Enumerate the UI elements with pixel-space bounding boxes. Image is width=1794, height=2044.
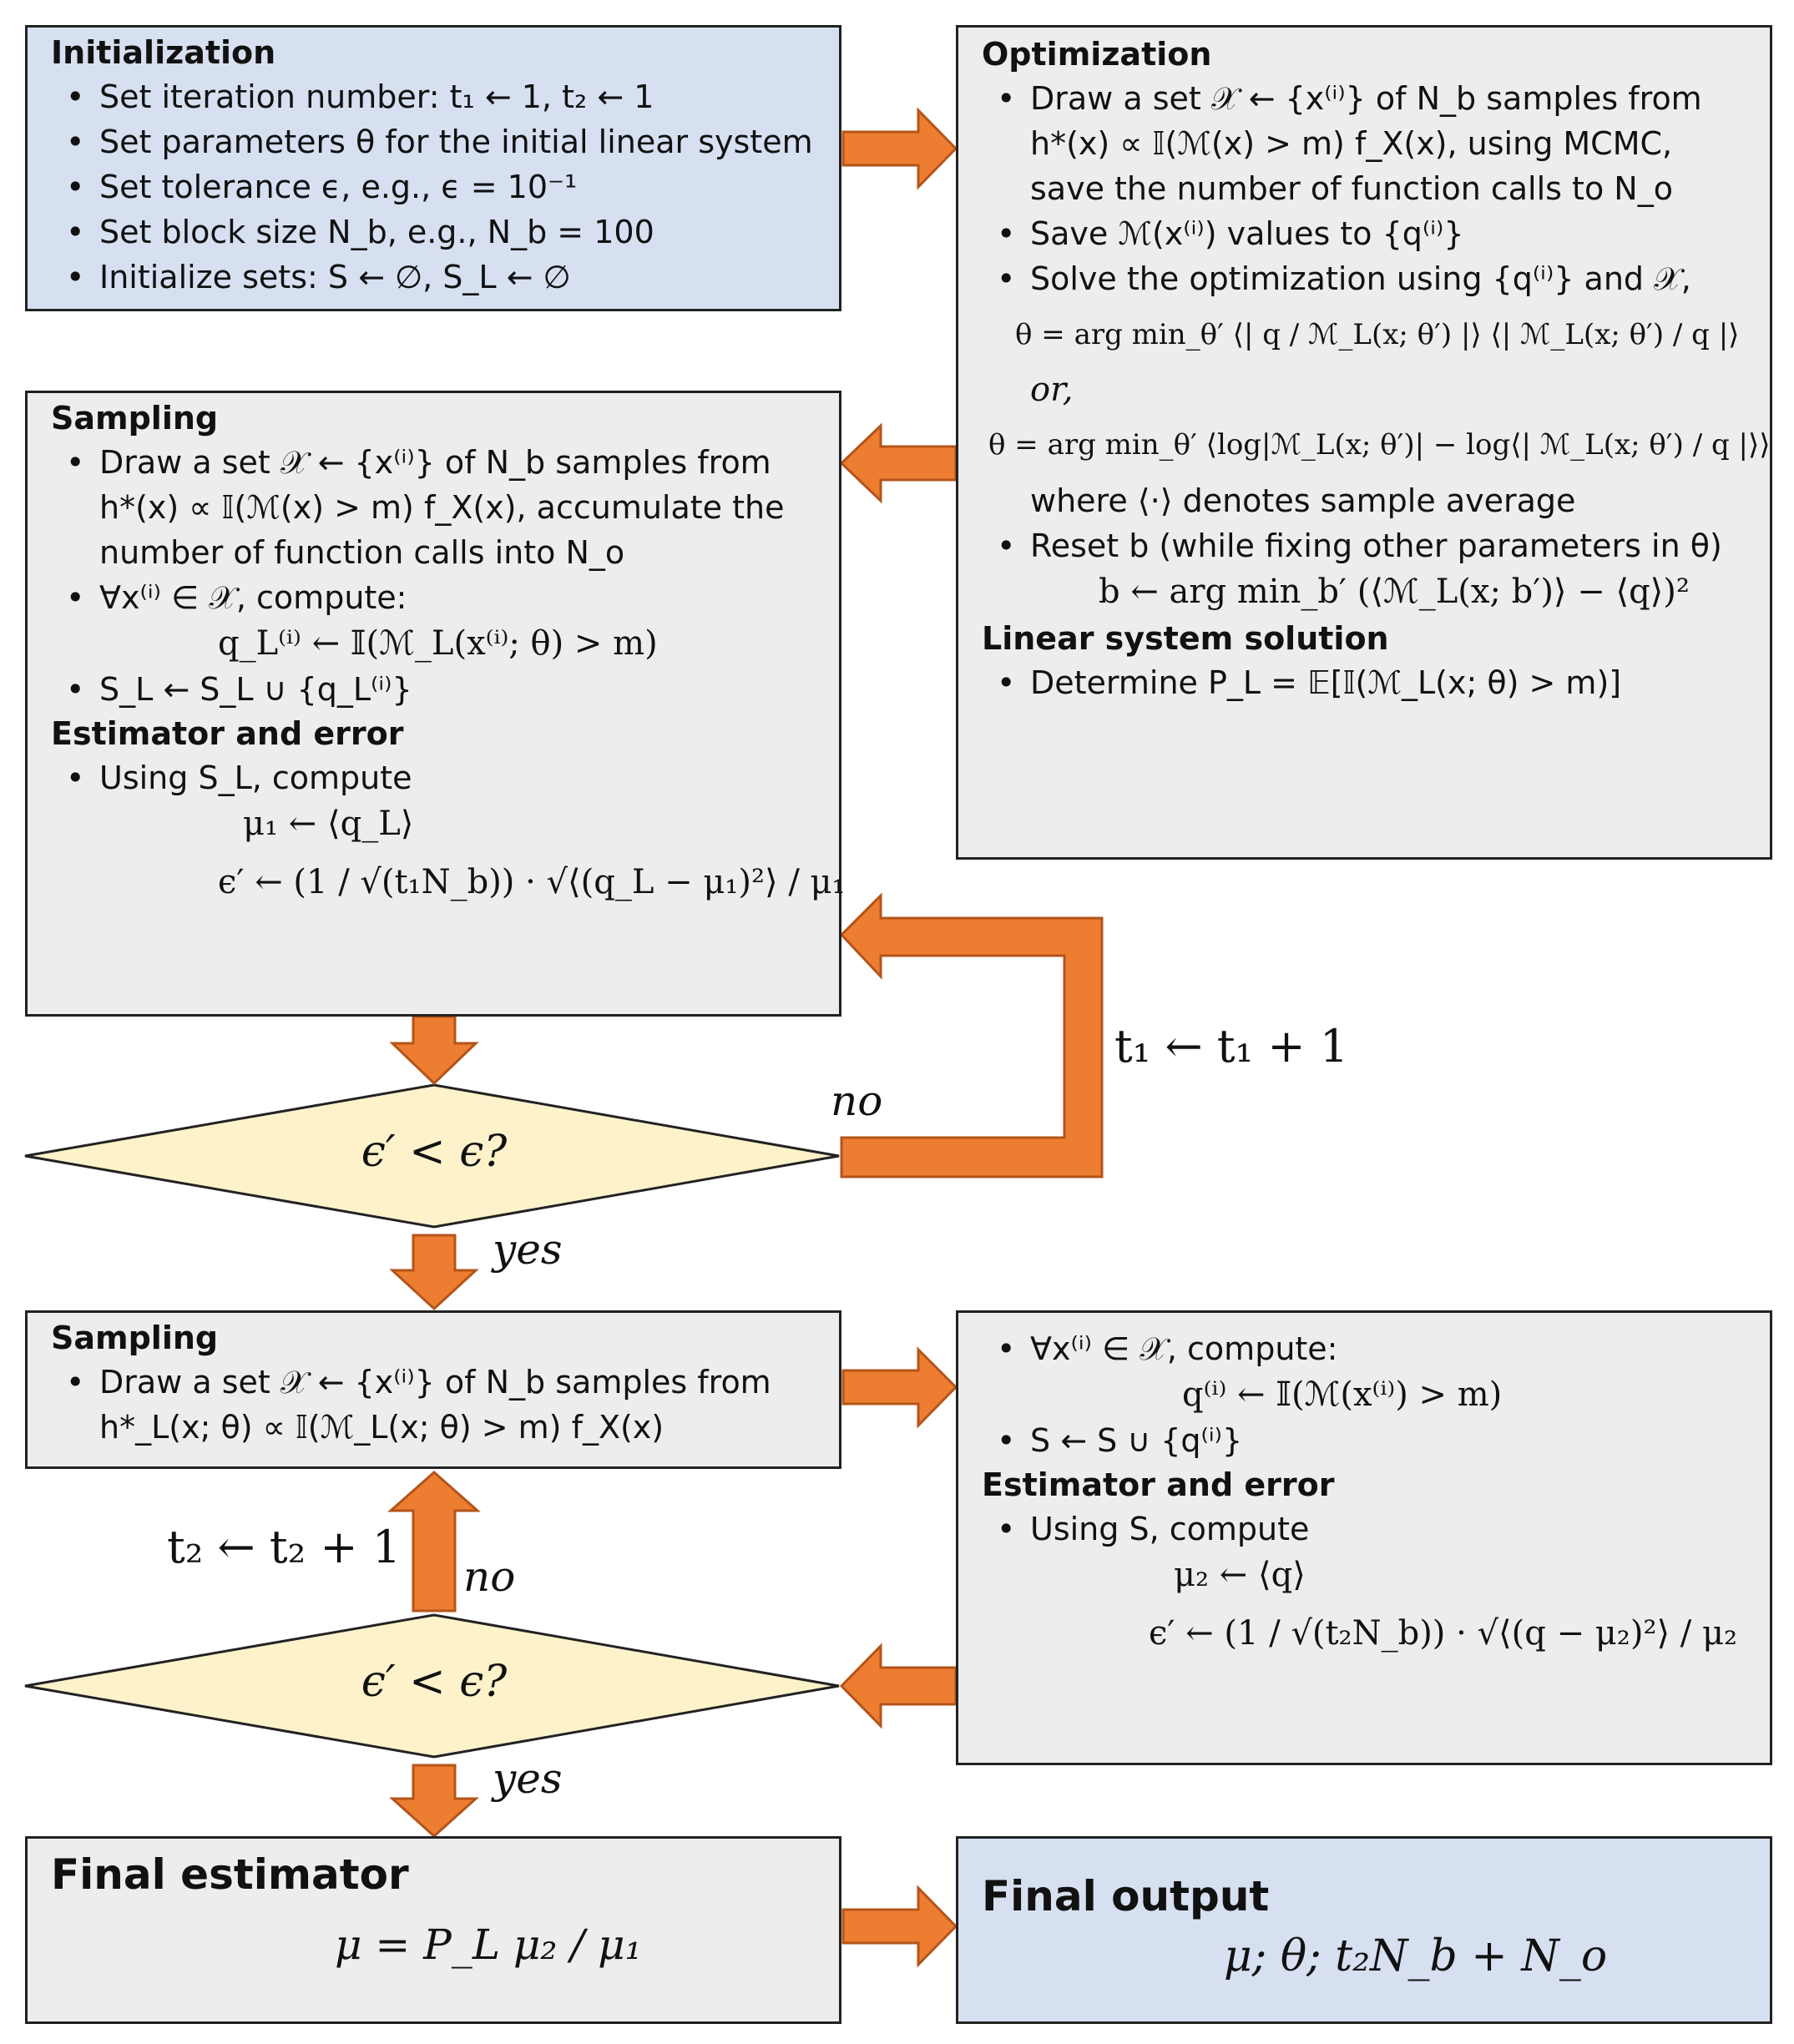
decision-1-loop-label: t₁ ← t₁ + 1 <box>1114 1020 1349 1072</box>
decision-diamond-1 <box>24 1083 840 1229</box>
compute-2-item-3: Using S, compute <box>982 1507 1770 1552</box>
sampling-1-item-1b: h*(x) ∝ 𝕀(ℳ(x) > m) f_X(x), accumulate t… <box>99 489 785 526</box>
compute-2-equation-1: q⁽ⁱ⁾ ← 𝕀(ℳ(x⁽ⁱ⁾) > m) <box>1182 1375 1503 1414</box>
sampling-1-title: Sampling <box>51 400 219 437</box>
opt-item-2: Save ℳ(x⁽ⁱ⁾) values to {q⁽ⁱ⁾} <box>982 211 1770 256</box>
decision-2-no-label: no <box>463 1552 516 1601</box>
decision-1-text: ϵ′ < ϵ? <box>361 1127 508 1177</box>
decision-2-yes-label: yes <box>493 1754 563 1803</box>
final-output-box: Final output μ; θ; t₂N_b + N_o <box>956 1836 1772 2024</box>
init-item-5: Initialize sets: S ← ∅, S_L ← ∅ <box>51 255 839 300</box>
final-estimator-equation: μ = P_L μ₂ / μ₁ <box>335 1920 642 1969</box>
sampling-2-item-1b: h*_L(x; θ) ∝ 𝕀(ℳ_L(x; θ) > m) f_X(x) <box>99 1409 665 1446</box>
estimator-error-title-1: Estimator and error <box>51 715 404 752</box>
optimization-title: Optimization <box>982 36 1212 73</box>
init-item-4: Set block size N_b, e.g., N_b = 100 <box>51 209 839 255</box>
sampling-1-equation-2: μ₁ ← ⟨q_L⟩ <box>243 805 414 843</box>
arrow-sampling2-to-compute <box>841 1346 958 1429</box>
estimator-error-title-2: Estimator and error <box>982 1466 1335 1503</box>
opt-item-1b: h*(x) ∝ 𝕀(ℳ(x) > m) f_X(x), using MCMC, <box>1030 125 1673 162</box>
arrow-estimator-to-output <box>841 1885 958 1968</box>
linear-system-title: Linear system solution <box>982 620 1389 657</box>
sampling-1-item-2: ∀x⁽ⁱ⁾ ∈ 𝒳, compute: <box>51 575 839 620</box>
opt-item-4: Reset b (while fixing other parameters i… <box>982 523 1770 568</box>
final-output-title: Final output <box>982 1872 1270 1920</box>
sampling-1-equation-1: q_L⁽ⁱ⁾ ← 𝕀(ℳ_L(x⁽ⁱ⁾; θ) > m) <box>218 624 658 663</box>
opt-equation-2: θ = arg min_θ′ ⟨log|ℳ_L(x; θ′)| − log⟨| … <box>988 428 1771 462</box>
opt-item-1c: save the number of function calls to N_o <box>1030 170 1673 207</box>
sampling-1-item-3: S_L ← S_L ∪ {q_L⁽ⁱ⁾} <box>51 667 839 712</box>
compute-2-equation-3: ϵ′ ← (1 / √(t₂N_b)) · √⟨(q − μ₂)²⟩ / μ₂ <box>1149 1614 1738 1653</box>
opt-equation-1: θ = arg min_θ′ ⟨| q / ℳ_L(x; θ′) |⟩ ⟨| ℳ… <box>1015 318 1740 351</box>
init-item-2: Set parameters θ for the initial linear … <box>51 119 839 164</box>
initialization-box: Initialization Set iteration number: t₁ … <box>25 25 841 311</box>
sampling-box-1: Sampling Draw a set 𝒳 ← {x⁽ⁱ⁾} of N_b sa… <box>25 391 846 1017</box>
decision-1-no-label: no <box>831 1077 883 1125</box>
init-item-3: Set tolerance ϵ, e.g., ϵ = 10⁻¹ <box>51 164 839 209</box>
arrow-no-loop-2 <box>387 1470 481 1612</box>
initialization-title: Initialization <box>51 34 276 71</box>
sampling-2-item-1a: Draw a set 𝒳 ← {x⁽ⁱ⁾} of N_b samples fro… <box>51 1360 839 1405</box>
sampling-1-equation-3: ϵ′ ← (1 / √(t₁N_b)) · √⟨(q_L − μ₁)²⟩ / μ… <box>218 863 846 901</box>
compute-box-2: ∀x⁽ⁱ⁾ ∈ 𝒳, compute: q⁽ⁱ⁾ ← 𝕀(ℳ(x⁽ⁱ⁾) > m… <box>956 1310 1772 1765</box>
compute-2-item-2: S ← S ∪ {q⁽ⁱ⁾} <box>982 1418 1770 1463</box>
sampling-2-title: Sampling <box>51 1320 219 1356</box>
opt-or: or, <box>1030 371 1074 409</box>
final-estimator-box: Final estimator μ = P_L μ₂ / μ₁ <box>25 1836 841 2024</box>
final-output-equation: μ; θ; t₂N_b + N_o <box>1224 1931 1608 1981</box>
sampling-1-item-1a: Draw a set 𝒳 ← {x⁽ⁱ⁾} of N_b samples fro… <box>51 440 839 485</box>
decision-1-yes-label: yes <box>493 1225 563 1274</box>
sampling-1-item-1c: number of function calls into N_o <box>99 534 625 571</box>
arrow-no-loop-1 <box>839 892 1104 1178</box>
opt-item-1a: Draw a set 𝒳 ← {x⁽ⁱ⁾} of N_b samples fro… <box>982 76 1770 121</box>
arrow-sampling-to-decision-1 <box>389 1015 479 1086</box>
compute-2-equation-2: μ₂ ← ⟨q⟩ <box>1174 1556 1306 1594</box>
decision-2-text: ϵ′ < ϵ? <box>361 1657 508 1707</box>
init-item-1: Set iteration number: t₁ ← 1, t₂ ← 1 <box>51 74 839 119</box>
opt-where: where ⟨·⟩ denotes sample average <box>1030 482 1576 519</box>
decision-diamond-2 <box>24 1613 840 1759</box>
arrow-yes-2 <box>389 1764 479 1839</box>
linear-system-item: Determine P_L = 𝔼[𝕀(ℳ_L(x; θ) > m)] <box>982 660 1770 705</box>
opt-item-3: Solve the optimization using {q⁽ⁱ⁾} and … <box>982 256 1770 301</box>
opt-equation-3: b ← arg min_b′ (⟨ℳ_L(x; b′)⟩ − ⟨q⟩)² <box>1099 573 1690 611</box>
sampling-1-item-4: Using S_L, compute <box>51 755 839 800</box>
compute-2-item-1: ∀x⁽ⁱ⁾ ∈ 𝒳, compute: <box>982 1326 1770 1371</box>
sampling-box-2: Sampling Draw a set 𝒳 ← {x⁽ⁱ⁾} of N_b sa… <box>25 1310 841 1469</box>
arrow-yes-1 <box>389 1234 479 1311</box>
arrow-optimization-to-sampling <box>839 422 958 504</box>
arrow-init-to-optimization <box>841 107 958 190</box>
optimization-box: Optimization Draw a set 𝒳 ← {x⁽ⁱ⁾} of N_… <box>956 25 1772 860</box>
final-estimator-title: Final estimator <box>51 1850 409 1899</box>
decision-2-loop-label: t₂ ← t₂ + 1 <box>167 1521 402 1573</box>
arrow-compute-to-decision-2 <box>839 1643 958 1729</box>
